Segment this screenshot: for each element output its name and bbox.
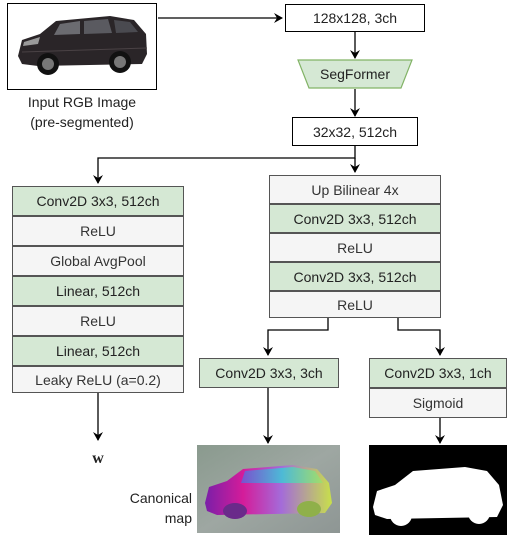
arrow-features-to-left-branch xyxy=(93,146,356,184)
middle-relu-layer-2: ReLU xyxy=(269,291,441,318)
mask-head: Conv2D 3x3, 1ch Sigmoid xyxy=(369,358,507,418)
left-relu-layer-1: ReLU xyxy=(12,216,184,246)
left-avgpool-layer: Global AvgPool xyxy=(12,246,184,276)
middle-relu-layer-1: ReLU xyxy=(269,233,441,262)
resize-node: 128x128, 3ch xyxy=(285,4,425,32)
segformer-trapezoid xyxy=(297,59,413,89)
left-conv-layer: Conv2D 3x3, 512ch xyxy=(12,186,184,216)
arrow-middle-to-mask-head xyxy=(397,318,445,356)
canonical-map-caption: Canonical map xyxy=(102,488,192,528)
segformer-node: SegFormer xyxy=(297,59,413,89)
input-caption-line2: (pre-segmented) xyxy=(30,114,134,130)
latent-w-label: w xyxy=(92,450,104,467)
features-node: 32x32, 512ch xyxy=(292,117,418,146)
mask-image xyxy=(369,445,507,535)
canonical-map-caption-line1: Canonical xyxy=(129,490,192,506)
mask-head-sigmoid: Sigmoid xyxy=(369,388,507,418)
left-linear-layer-1: Linear, 512ch xyxy=(12,276,184,306)
middle-conv-layer-1: Conv2D 3x3, 512ch xyxy=(269,204,441,233)
input-caption: Input RGB Image (pre-segmented) xyxy=(0,92,164,132)
segformer-label: SegFormer xyxy=(319,66,391,82)
canonical-map-image xyxy=(197,445,340,533)
mask-silhouette xyxy=(373,467,503,526)
mask-head-conv: Conv2D 3x3, 1ch xyxy=(369,358,507,388)
arrow-middle-to-canonical-head xyxy=(263,318,329,356)
left-linear-layer-2: Linear, 512ch xyxy=(12,336,184,366)
left-branch: Conv2D 3x3, 512ch ReLU Global AvgPool Li… xyxy=(12,186,184,393)
middle-upsample-layer: Up Bilinear 4x xyxy=(269,175,441,204)
car-photo xyxy=(18,16,148,75)
canonical-map-visual xyxy=(197,445,340,533)
middle-conv-layer-2: Conv2D 3x3, 512ch xyxy=(269,262,441,291)
input-caption-line1: Input RGB Image xyxy=(27,94,137,110)
left-relu-layer-2: ReLU xyxy=(12,306,184,336)
middle-branch: Up Bilinear 4x Conv2D 3x3, 512ch ReLU Co… xyxy=(269,175,441,318)
canonical-map-caption-line2: map xyxy=(164,510,192,526)
left-leaky-relu-layer: Leaky ReLU (a=0.2) xyxy=(12,366,184,393)
input-image xyxy=(7,3,157,90)
canonical-head-conv: Conv2D 3x3, 3ch xyxy=(199,358,339,388)
